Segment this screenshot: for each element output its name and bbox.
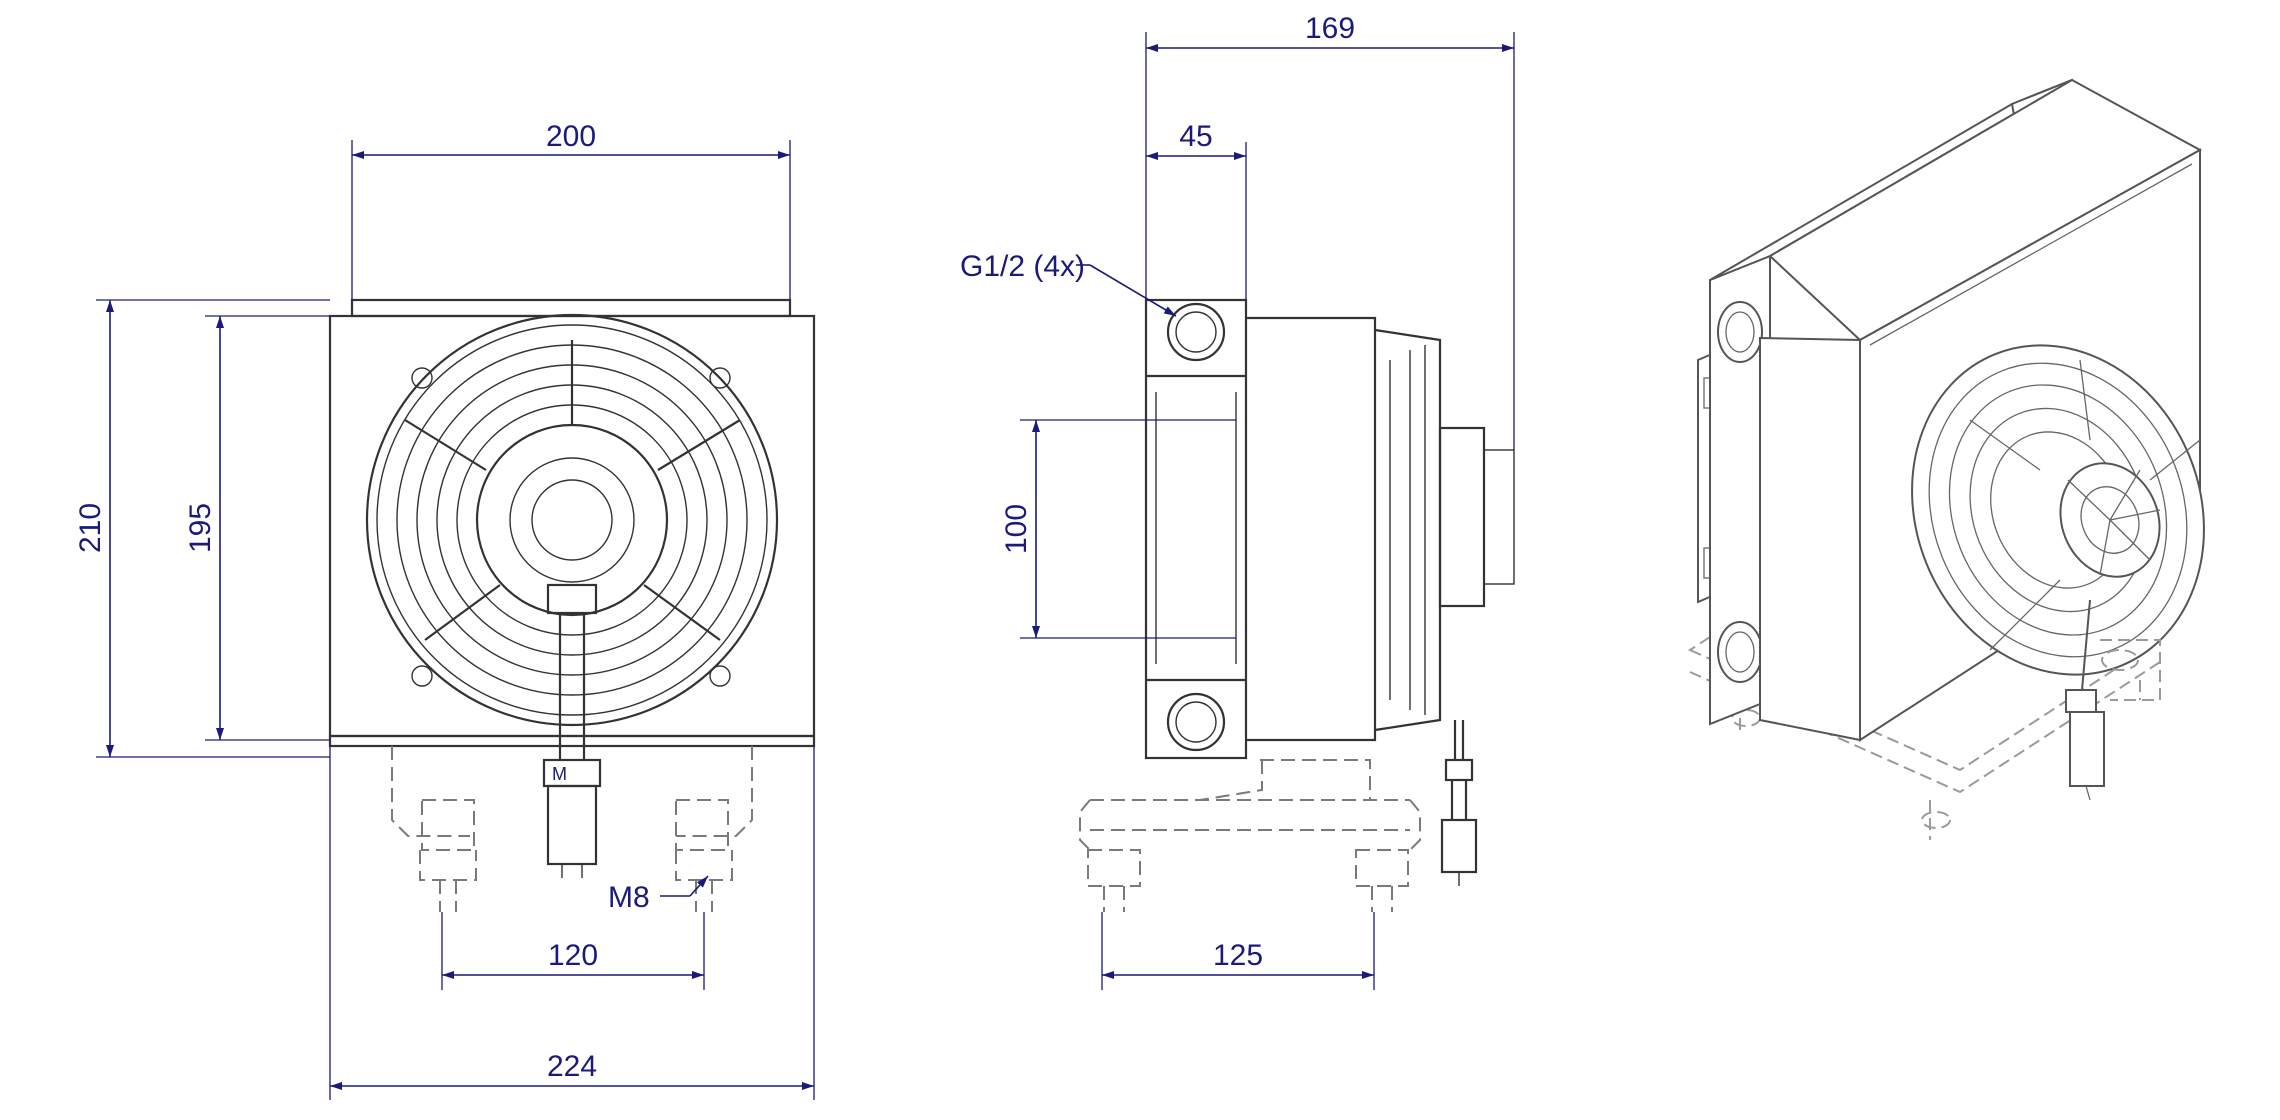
- motor-marking: M: [552, 764, 567, 784]
- side-core: [1144, 298, 1248, 760]
- dim-label-45: 45: [1179, 120, 1212, 153]
- front-bottom-rail: [328, 734, 816, 748]
- front-mount-feet-hidden: [391, 746, 753, 912]
- front-view: M 200 210 195: [74, 120, 816, 1100]
- screw-icon: [411, 665, 433, 687]
- port-icon: [1166, 692, 1226, 752]
- side-view: 169 45 100 125 G1/2 (4x): [960, 12, 1515, 990]
- dim-label-200: 200: [546, 120, 596, 153]
- side-mount-base-hidden: [1079, 759, 1421, 912]
- iso-core: [1759, 336, 1861, 742]
- dim-label-195: 195: [184, 503, 217, 553]
- dim-label-125: 125: [1213, 939, 1263, 972]
- dim-label-100: 100: [1000, 504, 1033, 554]
- side-shroud: [1246, 316, 1377, 742]
- screw-icon: [709, 665, 731, 687]
- front-top-header: [350, 298, 792, 318]
- port-icon: [1166, 302, 1226, 362]
- fan-assembly: [365, 313, 779, 878]
- dim-label-169: 169: [1305, 12, 1355, 45]
- thread-callout: M8: [608, 881, 650, 914]
- isometric-view: [1687, 78, 2205, 840]
- dim-label-120: 120: [548, 939, 598, 972]
- dim-label-224: 224: [547, 1050, 597, 1083]
- side-motor: [1438, 426, 1486, 608]
- iso-fan: [1911, 344, 2205, 676]
- dim-label-210: 210: [74, 503, 107, 553]
- screw-icon: [411, 367, 433, 389]
- port-callout: G1/2 (4x): [960, 250, 1085, 283]
- screw-icon: [709, 367, 731, 389]
